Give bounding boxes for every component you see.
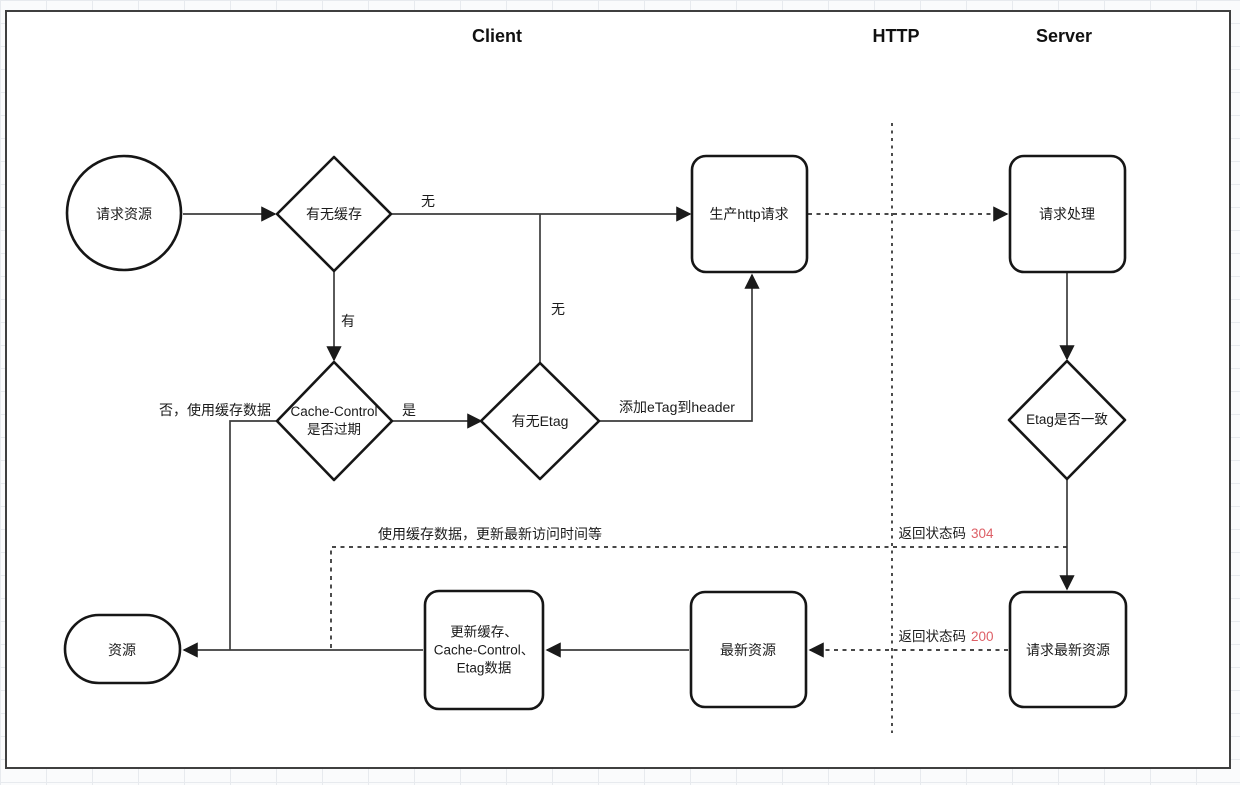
edge-label-no-cache: 无 bbox=[421, 192, 435, 209]
node-etagmatch-diamond bbox=[1007, 359, 1127, 481]
status-304-text: 返回状态码 bbox=[898, 526, 966, 542]
node-label-update-cache: 更新缓存、 Cache-Control、 Etag数据 bbox=[433, 624, 535, 675]
node-resource-pill bbox=[63, 613, 182, 685]
node-label-resource: 资源 bbox=[108, 641, 136, 658]
lane-header-client: Client bbox=[471, 26, 523, 47]
node-latest-resource-box bbox=[689, 590, 808, 709]
node-label-etagmatch: Etag是否一致 bbox=[1026, 412, 1108, 428]
node-start-circle bbox=[65, 154, 183, 272]
node-label-hasetag: 有无Etag bbox=[511, 412, 569, 429]
node-label-server-process: 请求处理 bbox=[1039, 205, 1095, 222]
edge-label-no-etag: 无 bbox=[551, 300, 565, 317]
node-label-request-latest: 请求最新资源 bbox=[1026, 641, 1110, 658]
edge-addetag-to-generate bbox=[599, 273, 760, 422]
status-304-code: 304 bbox=[970, 526, 994, 542]
edge-label-expired-yes: 是 bbox=[402, 401, 416, 418]
node-hasetag-diamond bbox=[479, 361, 601, 481]
node-generate-request-box bbox=[690, 154, 809, 274]
status-200-code: 200 bbox=[970, 629, 994, 645]
lane-header-http: HTTP bbox=[872, 26, 920, 47]
edge-label-add-etag: 添加eTag到header bbox=[619, 398, 735, 415]
node-hascache-diamond bbox=[275, 155, 393, 273]
node-label-cachecontrol: Cache-Control 是否过期 bbox=[290, 404, 378, 437]
status-200-text: 返回状态码 bbox=[898, 629, 966, 645]
node-request-latest-box bbox=[1008, 590, 1128, 709]
edge-label-use-cache-note: 使用缓存数据，更新最新访问时间等 bbox=[378, 525, 602, 542]
edge-label-has-cache-yes: 有 bbox=[341, 312, 355, 329]
node-cachecontrol-diamond bbox=[275, 360, 394, 482]
node-update-cache-box bbox=[423, 589, 545, 711]
node-label-generate-request: 生产http请求 bbox=[709, 205, 789, 222]
node-label-start: 请求资源 bbox=[96, 205, 152, 222]
lane-header-server: Server bbox=[1035, 26, 1093, 47]
node-server-process-box bbox=[1008, 154, 1127, 274]
node-label-latest-resource: 最新资源 bbox=[720, 641, 776, 658]
edge-notexpired-to-resource-line bbox=[229, 420, 277, 650]
edge-label-not-expired: 否，使用缓存数据 bbox=[159, 401, 271, 418]
node-label-hascache: 有无缓存 bbox=[306, 205, 362, 222]
